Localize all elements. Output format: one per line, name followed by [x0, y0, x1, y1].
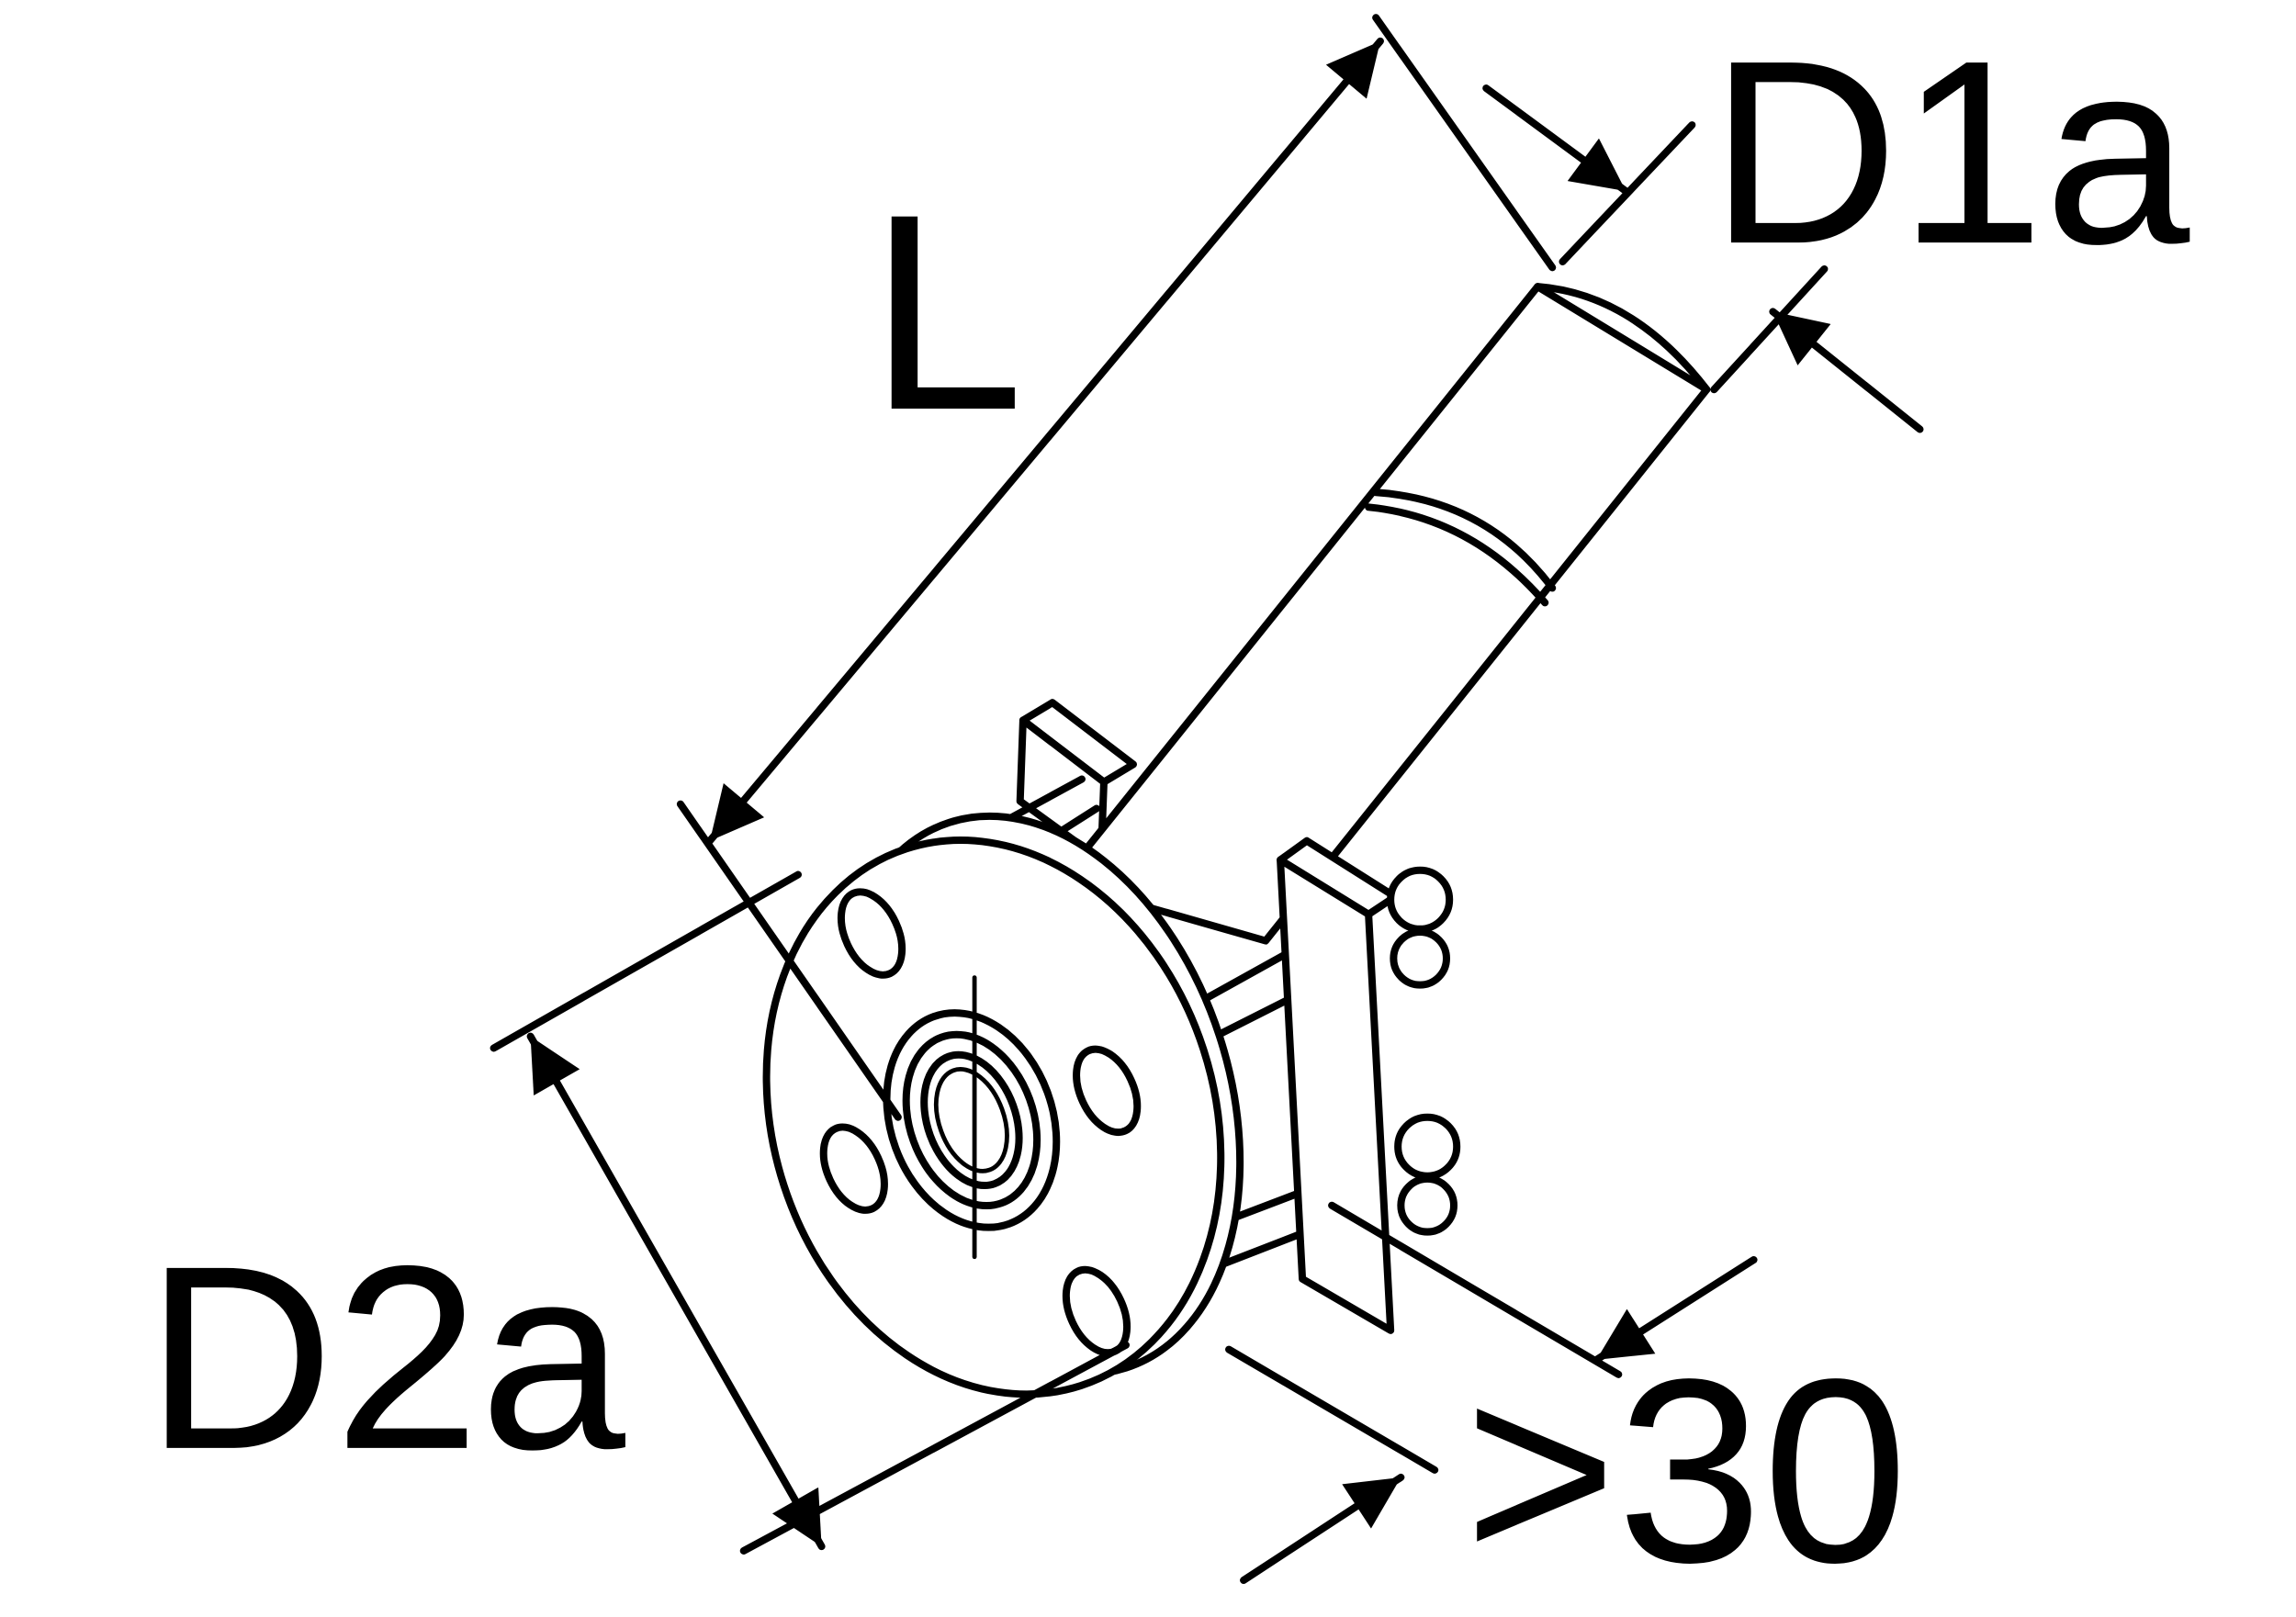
pipe [1055, 283, 1711, 945]
label-d2a: D2a [145, 1212, 627, 1504]
center-bore [883, 975, 1061, 1260]
dimension-d2a [490, 870, 1130, 1555]
label-d1a: D1a [1710, 6, 2192, 298]
dimension-d1a [1482, 84, 1924, 433]
dimension-length [676, 14, 1557, 1121]
dimension-clearance [1225, 1201, 1758, 1584]
lower-bracket [1277, 837, 1461, 1334]
label-length: L [869, 157, 1024, 468]
label-clearance: >30 [1464, 1325, 1908, 1617]
